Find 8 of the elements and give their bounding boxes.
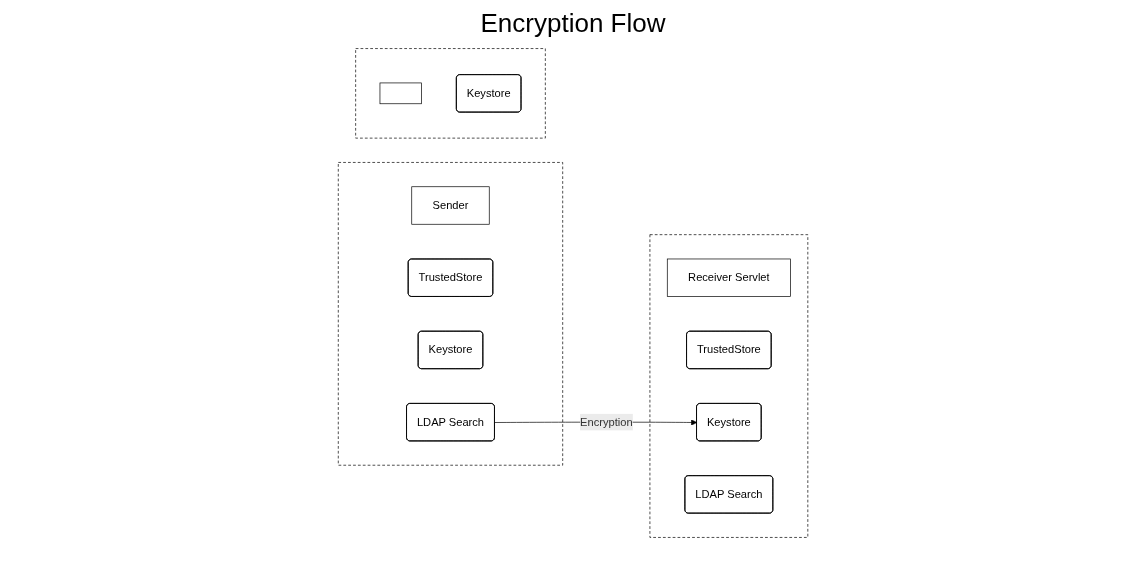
- diagram-title: Encryption Flow: [479, 8, 667, 39]
- node-box: Receiver Servlet: [666, 258, 791, 297]
- node-box: [379, 82, 422, 105]
- edge-label: Encryption: [580, 415, 633, 428]
- cluster: [337, 162, 563, 466]
- cluster: [649, 234, 809, 538]
- node-box: Sender: [411, 186, 490, 225]
- cluster: [355, 48, 546, 139]
